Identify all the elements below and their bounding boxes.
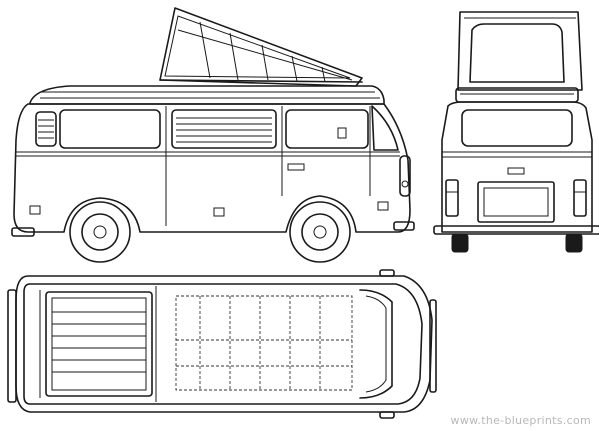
side-rear-wheel bbox=[69, 201, 131, 263]
side-view bbox=[11, 7, 415, 263]
side-body-outline bbox=[13, 103, 411, 233]
watermark-text: www.the-blueprints.com bbox=[450, 414, 591, 427]
pop-top-roof-side bbox=[159, 7, 363, 87]
top-view bbox=[7, 269, 437, 419]
top-roof-panel bbox=[45, 291, 153, 397]
top-interior-dashed bbox=[155, 286, 353, 402]
side-front-wheel bbox=[289, 201, 351, 263]
rear-view bbox=[433, 11, 599, 253]
side-windows bbox=[35, 105, 399, 151]
rear-body-outline bbox=[441, 101, 593, 233]
